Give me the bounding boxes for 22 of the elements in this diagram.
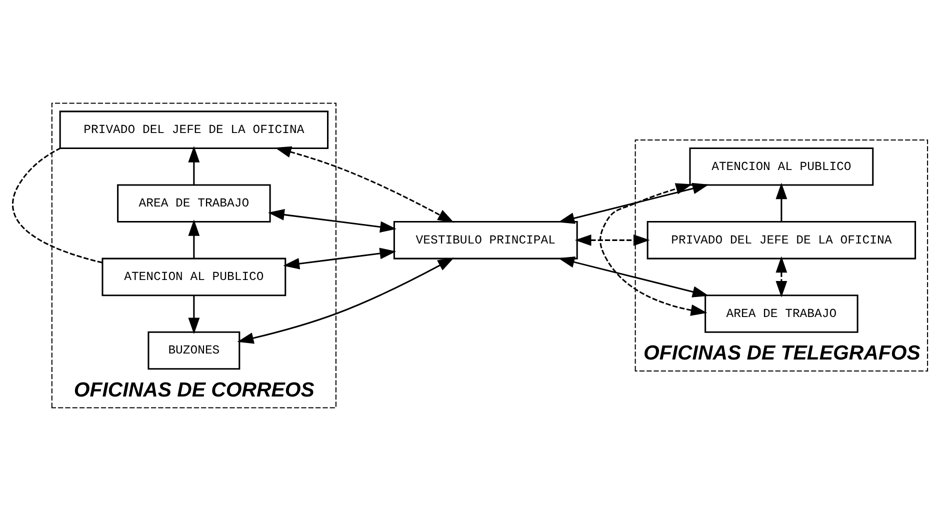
- arrow: [188, 146, 200, 185]
- node-box: PRIVADO DEL JEFE DE LA OFICINA: [59, 110, 329, 149]
- arrow: [776, 182, 788, 222]
- arrow: [558, 256, 709, 298]
- arrow: [237, 258, 454, 344]
- node-box: AREA DE TRABAJO: [704, 294, 858, 333]
- arrow: [574, 234, 650, 246]
- connector: [12, 148, 103, 264]
- node-box: ATENCION AL PUBLICO: [689, 147, 874, 186]
- node-box: BUZONES: [148, 331, 240, 370]
- arrow: [188, 295, 200, 334]
- arrow: [268, 209, 396, 233]
- arrow: [274, 146, 454, 223]
- node-box: ATENCION AL PUBLICO: [102, 258, 286, 296]
- node-box: AREA DE TRABAJO: [117, 184, 271, 223]
- node-box: VESTIBULO PRINCIPAL: [393, 221, 578, 260]
- arrow: [558, 182, 709, 224]
- arrow: [776, 256, 788, 298]
- node-box: PRIVADO DEL JEFE DE LA OFICINA: [646, 221, 916, 260]
- arrow: [283, 248, 396, 270]
- arrow: [600, 183, 708, 316]
- arrow: [188, 220, 200, 258]
